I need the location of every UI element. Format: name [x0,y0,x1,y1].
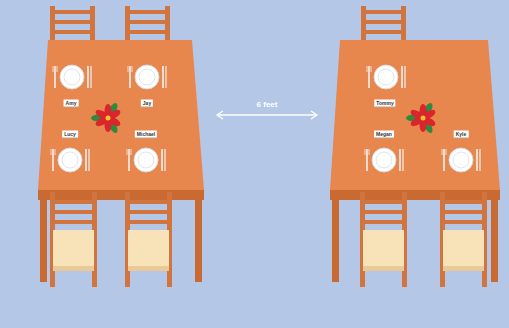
right-table [491,200,498,282]
place-card: Jay [141,100,153,107]
right-table [367,65,405,89]
place-card: Amy [64,100,79,107]
guest-name: Tommy [376,100,393,106]
place-card: Kyle [454,131,469,138]
left-table [128,65,166,89]
guest-name: Lucy [64,131,76,137]
guest-name: Jay [143,100,151,106]
left-table [50,192,97,287]
left-table [127,148,165,172]
place-card: Tommy [374,100,395,107]
place-card: Lucy [62,131,78,138]
right-table [406,102,437,135]
distance-label: 6 feet [257,100,278,109]
left-table [38,190,204,200]
guest-name: Michael [137,131,155,137]
left-table [40,200,47,282]
left-table [53,65,91,89]
left-table [91,102,122,135]
guest-name: Amy [66,100,77,106]
left-table [195,200,202,282]
guest-name: Kyle [456,131,467,137]
place-card: Megan [374,131,394,138]
right-table [332,200,339,282]
distance-arrow [217,111,223,119]
left-table [51,148,89,172]
left-table [125,192,172,287]
right-table [365,148,403,172]
right-table [330,6,500,287]
left-table [38,6,204,287]
left-table [38,40,204,190]
distance-arrow [217,111,317,119]
distance-arrow [218,114,316,115]
right-table [360,192,407,287]
guest-name: Megan [376,131,392,137]
right-table [330,190,500,200]
distance-arrow [311,111,317,119]
right-table [330,40,500,190]
place-card: Michael [135,131,157,138]
right-table [442,148,480,172]
right-table [440,192,487,287]
